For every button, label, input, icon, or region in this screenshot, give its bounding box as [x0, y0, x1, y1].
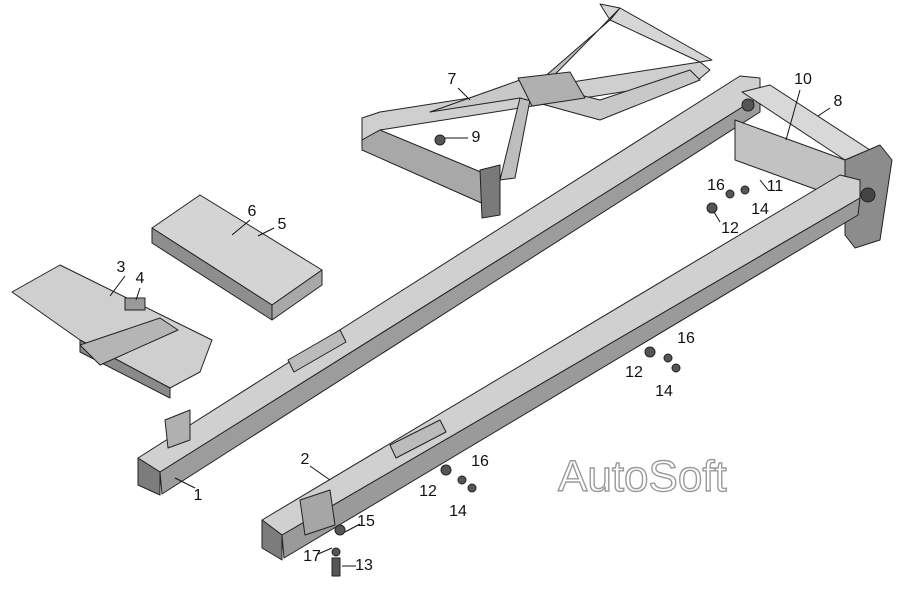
callout-4: 4 [135, 270, 145, 287]
callout-3: 3 [116, 259, 126, 276]
callout-2: 2 [300, 451, 310, 468]
callout-14: 14 [655, 383, 673, 400]
callout-14: 14 [449, 503, 467, 520]
leader-lines [109, 87, 831, 567]
part-8-rear-crossmember [734, 84, 893, 249]
watermark: AutoSoft [557, 451, 727, 501]
callout-12: 12 [419, 483, 437, 500]
callout-16: 16 [677, 330, 695, 347]
callout-8: 8 [833, 93, 843, 110]
callout-6: 6 [247, 203, 257, 220]
part-5-cover [151, 194, 323, 321]
callout-5: 5 [277, 216, 287, 233]
part-2-side-rail [261, 174, 861, 561]
callout-16: 16 [707, 177, 725, 194]
callout-12: 12 [721, 220, 739, 237]
part-3-bracket [11, 264, 213, 399]
callout-1: 1 [193, 487, 203, 504]
callout-10: 10 [794, 71, 812, 88]
callout-9: 9 [471, 129, 481, 146]
callout-12: 12 [625, 364, 643, 381]
callout-17: 17 [303, 548, 321, 565]
callout-11: 11 [766, 178, 784, 195]
callout-15: 15 [357, 513, 375, 530]
callout-7: 7 [447, 71, 457, 88]
part-7-cross-member [361, 3, 713, 219]
callout-16: 16 [471, 453, 489, 470]
callout-14: 14 [751, 201, 769, 218]
fasteners [331, 134, 750, 577]
callout-13: 13 [355, 557, 373, 574]
